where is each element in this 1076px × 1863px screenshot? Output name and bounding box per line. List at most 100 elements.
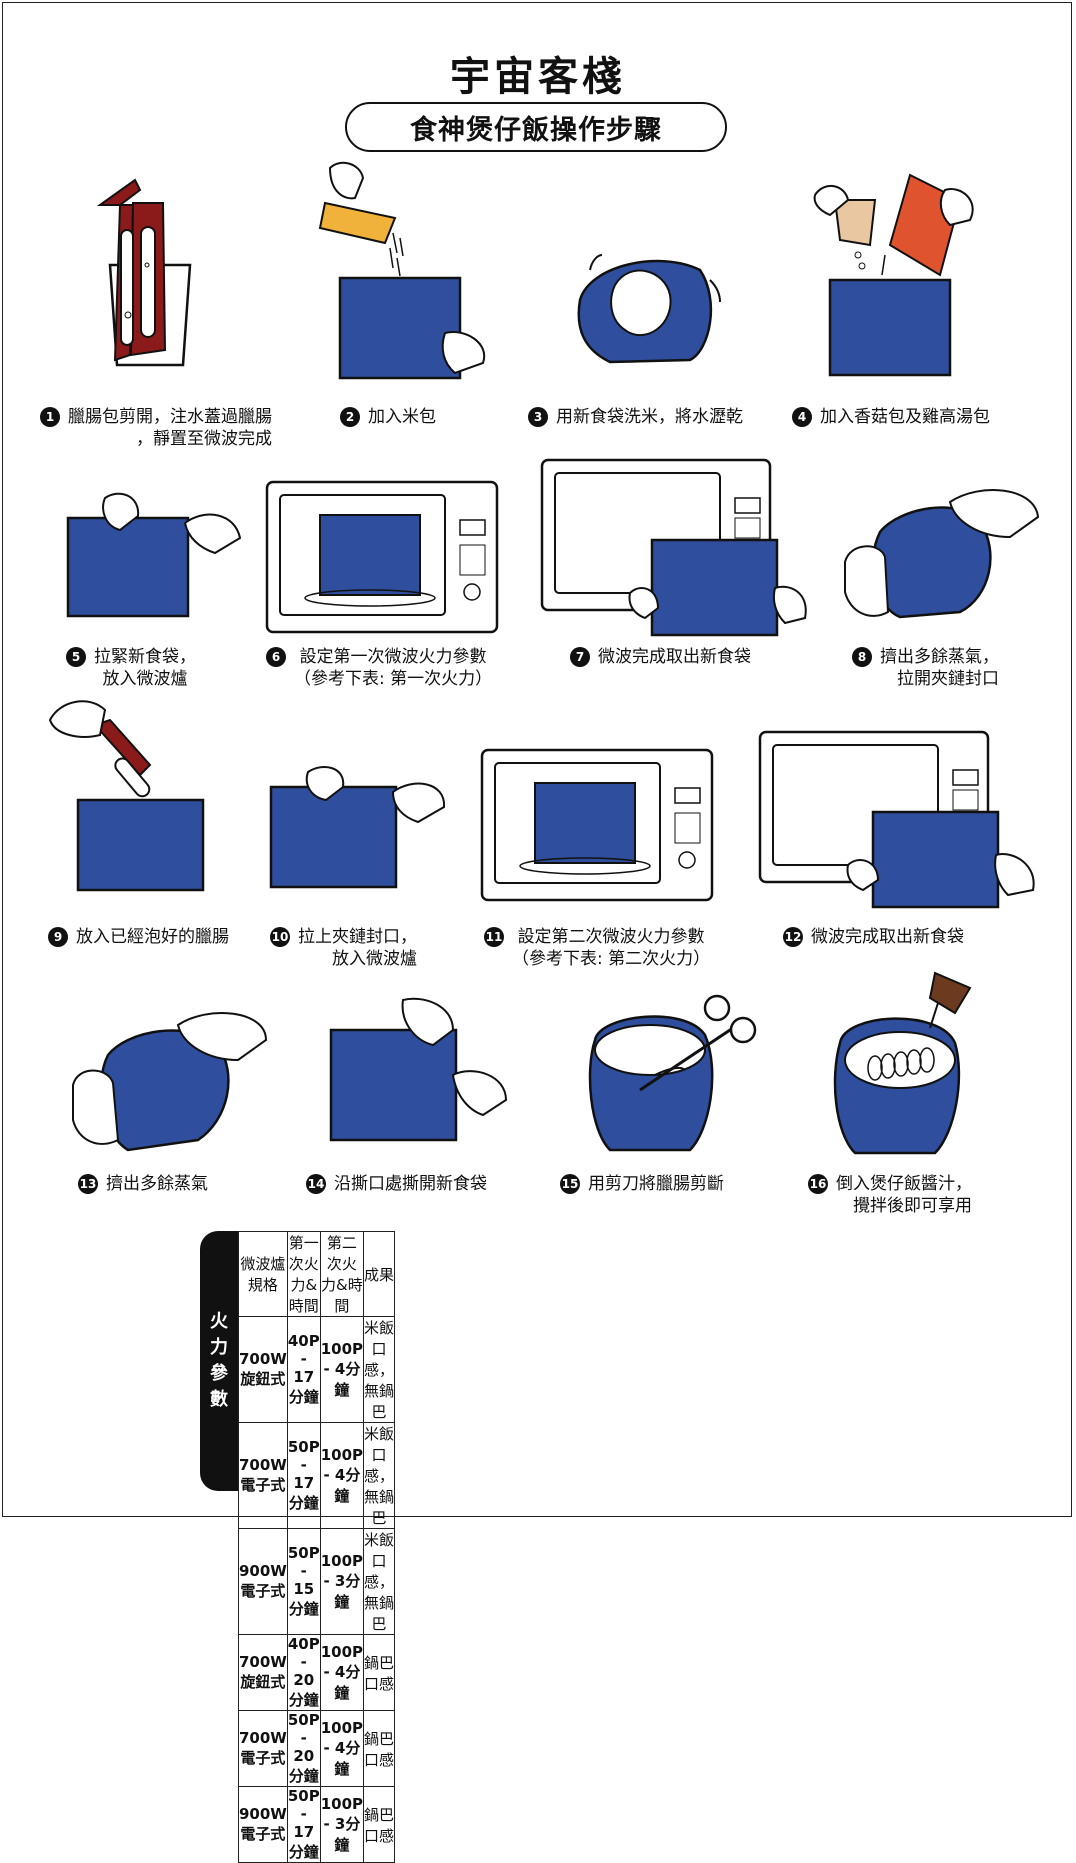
step-2-caption: 2 加入米包 bbox=[340, 406, 436, 428]
table-cell: 50P - 20分鐘 bbox=[286, 1710, 321, 1787]
table-cell: 700W 旋鈕式 bbox=[238, 1634, 288, 1711]
table-cell: 100P - 3分鐘 bbox=[319, 1786, 365, 1863]
table-cell: 50P - 17分鐘 bbox=[286, 1422, 321, 1529]
step-number-badge: 8 bbox=[852, 647, 872, 667]
step-12-caption: 12 微波完成取出新食袋 bbox=[783, 926, 964, 948]
step-15-illustration bbox=[588, 994, 757, 1152]
brand-logo-text: 宇宙客棧 bbox=[450, 53, 626, 100]
step-7-caption: 7 微波完成取出新食袋 bbox=[570, 646, 751, 668]
table-row: 700W 旋鈕式 40P - 17分鐘 100P - 4分鐘 米飯口感，無鍋巴 bbox=[238, 1316, 396, 1423]
table-header-row: 微波爐規格 第一次火力&時間 第二次火力&時間 成果 bbox=[238, 1231, 396, 1317]
step-10-illustration bbox=[269, 766, 446, 889]
header-cell: 第二次火力&時間 bbox=[319, 1231, 365, 1317]
step-number-badge: 4 bbox=[792, 407, 812, 427]
step-1-illustration bbox=[96, 178, 192, 367]
step-line: 攪拌後即可享用 bbox=[853, 1196, 972, 1216]
page-frame bbox=[2, 2, 1072, 1517]
step-10-caption: 10 拉上夾鏈封口，放入微波爐 bbox=[270, 926, 417, 970]
step-4-illustration bbox=[813, 173, 974, 377]
table-cell: 100P - 4分鐘 bbox=[319, 1316, 365, 1423]
table-cell: 鍋巴口感 bbox=[363, 1786, 396, 1863]
step-3-caption: 3 用新食袋洗米，將水瀝乾 bbox=[528, 406, 743, 428]
step-6-caption: 6 設定第一次微波火力參數（參考下表: 第一次火力） bbox=[266, 646, 492, 690]
table-cell: 40P - 17分鐘 bbox=[286, 1316, 321, 1423]
step-line: 沿撕口處撕開新食袋 bbox=[334, 1174, 487, 1194]
step-line: 設定第一次微波火力參數 bbox=[299, 647, 487, 667]
step-number-badge: 14 bbox=[306, 1174, 326, 1194]
step-number-badge: 16 bbox=[808, 1174, 828, 1194]
step-line: 倒入煲仔飯醬汁， bbox=[836, 1174, 972, 1194]
table-cell: 900W 電子式 bbox=[238, 1528, 288, 1635]
table-cell: 100P - 4分鐘 bbox=[319, 1422, 365, 1529]
table-row: 900W 電子式 50P - 17分鐘 100P - 3分鐘 鍋巴口感 bbox=[238, 1786, 396, 1863]
table-cell: 鍋巴口感 bbox=[363, 1634, 396, 1711]
step-5-caption: 5 拉緊新食袋，放入微波爐 bbox=[66, 646, 196, 690]
step-number-badge: 13 bbox=[78, 1174, 98, 1194]
step-13-caption: 13 擠出多餘蒸氣 bbox=[78, 1173, 208, 1195]
step-11-microwave bbox=[480, 748, 714, 902]
table-cell: 米飯口感，無鍋巴 bbox=[363, 1422, 396, 1529]
step-line: 拉緊新食袋， bbox=[94, 647, 196, 667]
step-line: 放入微波爐 bbox=[332, 949, 417, 969]
step-line: 微波完成取出新食袋 bbox=[598, 647, 751, 667]
side-label-char: 數 bbox=[210, 1389, 228, 1410]
step-12-microwave bbox=[758, 730, 1035, 909]
step-8-illustration bbox=[844, 489, 1040, 619]
table-cell: 50P - 15分鐘 bbox=[286, 1528, 321, 1635]
step-9-caption: 9 放入已經泡好的臘腸 bbox=[48, 926, 229, 948]
step-line: （參考下表: 第一次火力） bbox=[294, 669, 493, 689]
step-15-caption: 15 用剪刀將臘腸剪斷 bbox=[560, 1173, 724, 1195]
step-number-badge: 15 bbox=[560, 1174, 580, 1194]
step-3-illustration bbox=[577, 254, 721, 364]
step-number-badge: 3 bbox=[528, 407, 548, 427]
table-cell: 700W 電子式 bbox=[238, 1710, 288, 1787]
step-number-badge: 1 bbox=[40, 407, 60, 427]
table-cell: 鍋巴口感 bbox=[363, 1710, 396, 1787]
step-11-caption: 11 設定第二次微波火力參數（參考下表: 第二次火力） bbox=[484, 926, 710, 970]
table-cell: 米飯口感，無鍋巴 bbox=[363, 1528, 396, 1635]
step-5-illustration bbox=[66, 492, 242, 618]
step-8-caption: 8 擠出多餘蒸氣，拉開夾鏈封口 bbox=[852, 646, 999, 690]
step-16-illustration bbox=[833, 971, 972, 1155]
step-6-microwave bbox=[265, 480, 499, 634]
step-16-caption: 16 倒入煲仔飯醬汁，攪拌後即可享用 bbox=[808, 1173, 972, 1217]
params-table: 微波爐規格 第一次火力&時間 第二次火力&時間 成果 700W 旋鈕式 40P … bbox=[238, 1231, 396, 1863]
table-cell: 40P - 20分鐘 bbox=[286, 1634, 321, 1711]
step-line: 拉上夾鏈封口， bbox=[298, 927, 417, 947]
step-line: 加入米包 bbox=[368, 407, 436, 427]
step-line: 用新食袋洗米，將水瀝乾 bbox=[556, 407, 743, 427]
table-row: 700W 旋鈕式 40P - 20分鐘 100P - 4分鐘 鍋巴口感 bbox=[238, 1634, 396, 1711]
table-cell: 100P - 3分鐘 bbox=[319, 1528, 365, 1635]
step-number-badge: 7 bbox=[570, 647, 590, 667]
step-line: 放入已經泡好的臘腸 bbox=[76, 927, 229, 947]
step-line: 用剪刀將臘腸剪斷 bbox=[588, 1174, 724, 1194]
step-number-badge: 12 bbox=[783, 927, 803, 947]
step-line: 擠出多餘蒸氣， bbox=[880, 647, 999, 667]
step-9-illustration bbox=[48, 700, 205, 892]
step-4-caption: 4 加入香菇包及雞高湯包 bbox=[792, 406, 990, 428]
step-number-badge: 6 bbox=[266, 647, 286, 667]
side-label-char: 力 bbox=[210, 1337, 228, 1358]
step-line: 設定第二次微波火力參數 bbox=[517, 927, 705, 947]
step-number-badge: 10 bbox=[270, 927, 290, 947]
step-number-badge: 9 bbox=[48, 927, 68, 947]
step-line: 放入微波爐 bbox=[102, 669, 188, 689]
table-row: 700W 電子式 50P - 20分鐘 100P - 4分鐘 鍋巴口感 bbox=[238, 1710, 396, 1787]
table-cell: 700W 旋鈕式 bbox=[238, 1316, 288, 1423]
side-label-char: 火 bbox=[210, 1311, 228, 1332]
header-cell: 成果 bbox=[363, 1231, 396, 1317]
table-cell: 900W 電子式 bbox=[238, 1786, 288, 1863]
step-14-illustration bbox=[329, 997, 508, 1142]
step-line: （參考下表: 第二次火力） bbox=[512, 949, 711, 969]
step-number-badge: 2 bbox=[340, 407, 360, 427]
side-label-char: 參 bbox=[210, 1363, 228, 1384]
header-cell: 微波爐規格 bbox=[238, 1231, 288, 1317]
step-line: ，靜置至微波完成 bbox=[136, 429, 272, 449]
table-cell: 100P - 4分鐘 bbox=[319, 1634, 365, 1711]
step-2-illustration bbox=[318, 161, 486, 380]
table-cell: 100P - 4分鐘 bbox=[319, 1710, 365, 1787]
step-line: 擠出多餘蒸氣 bbox=[106, 1174, 208, 1194]
step-line: 拉開夾鏈封口 bbox=[897, 669, 999, 689]
header-cell: 第一次火力&時間 bbox=[286, 1231, 321, 1317]
step-line: 加入香菇包及雞高湯包 bbox=[820, 407, 990, 427]
